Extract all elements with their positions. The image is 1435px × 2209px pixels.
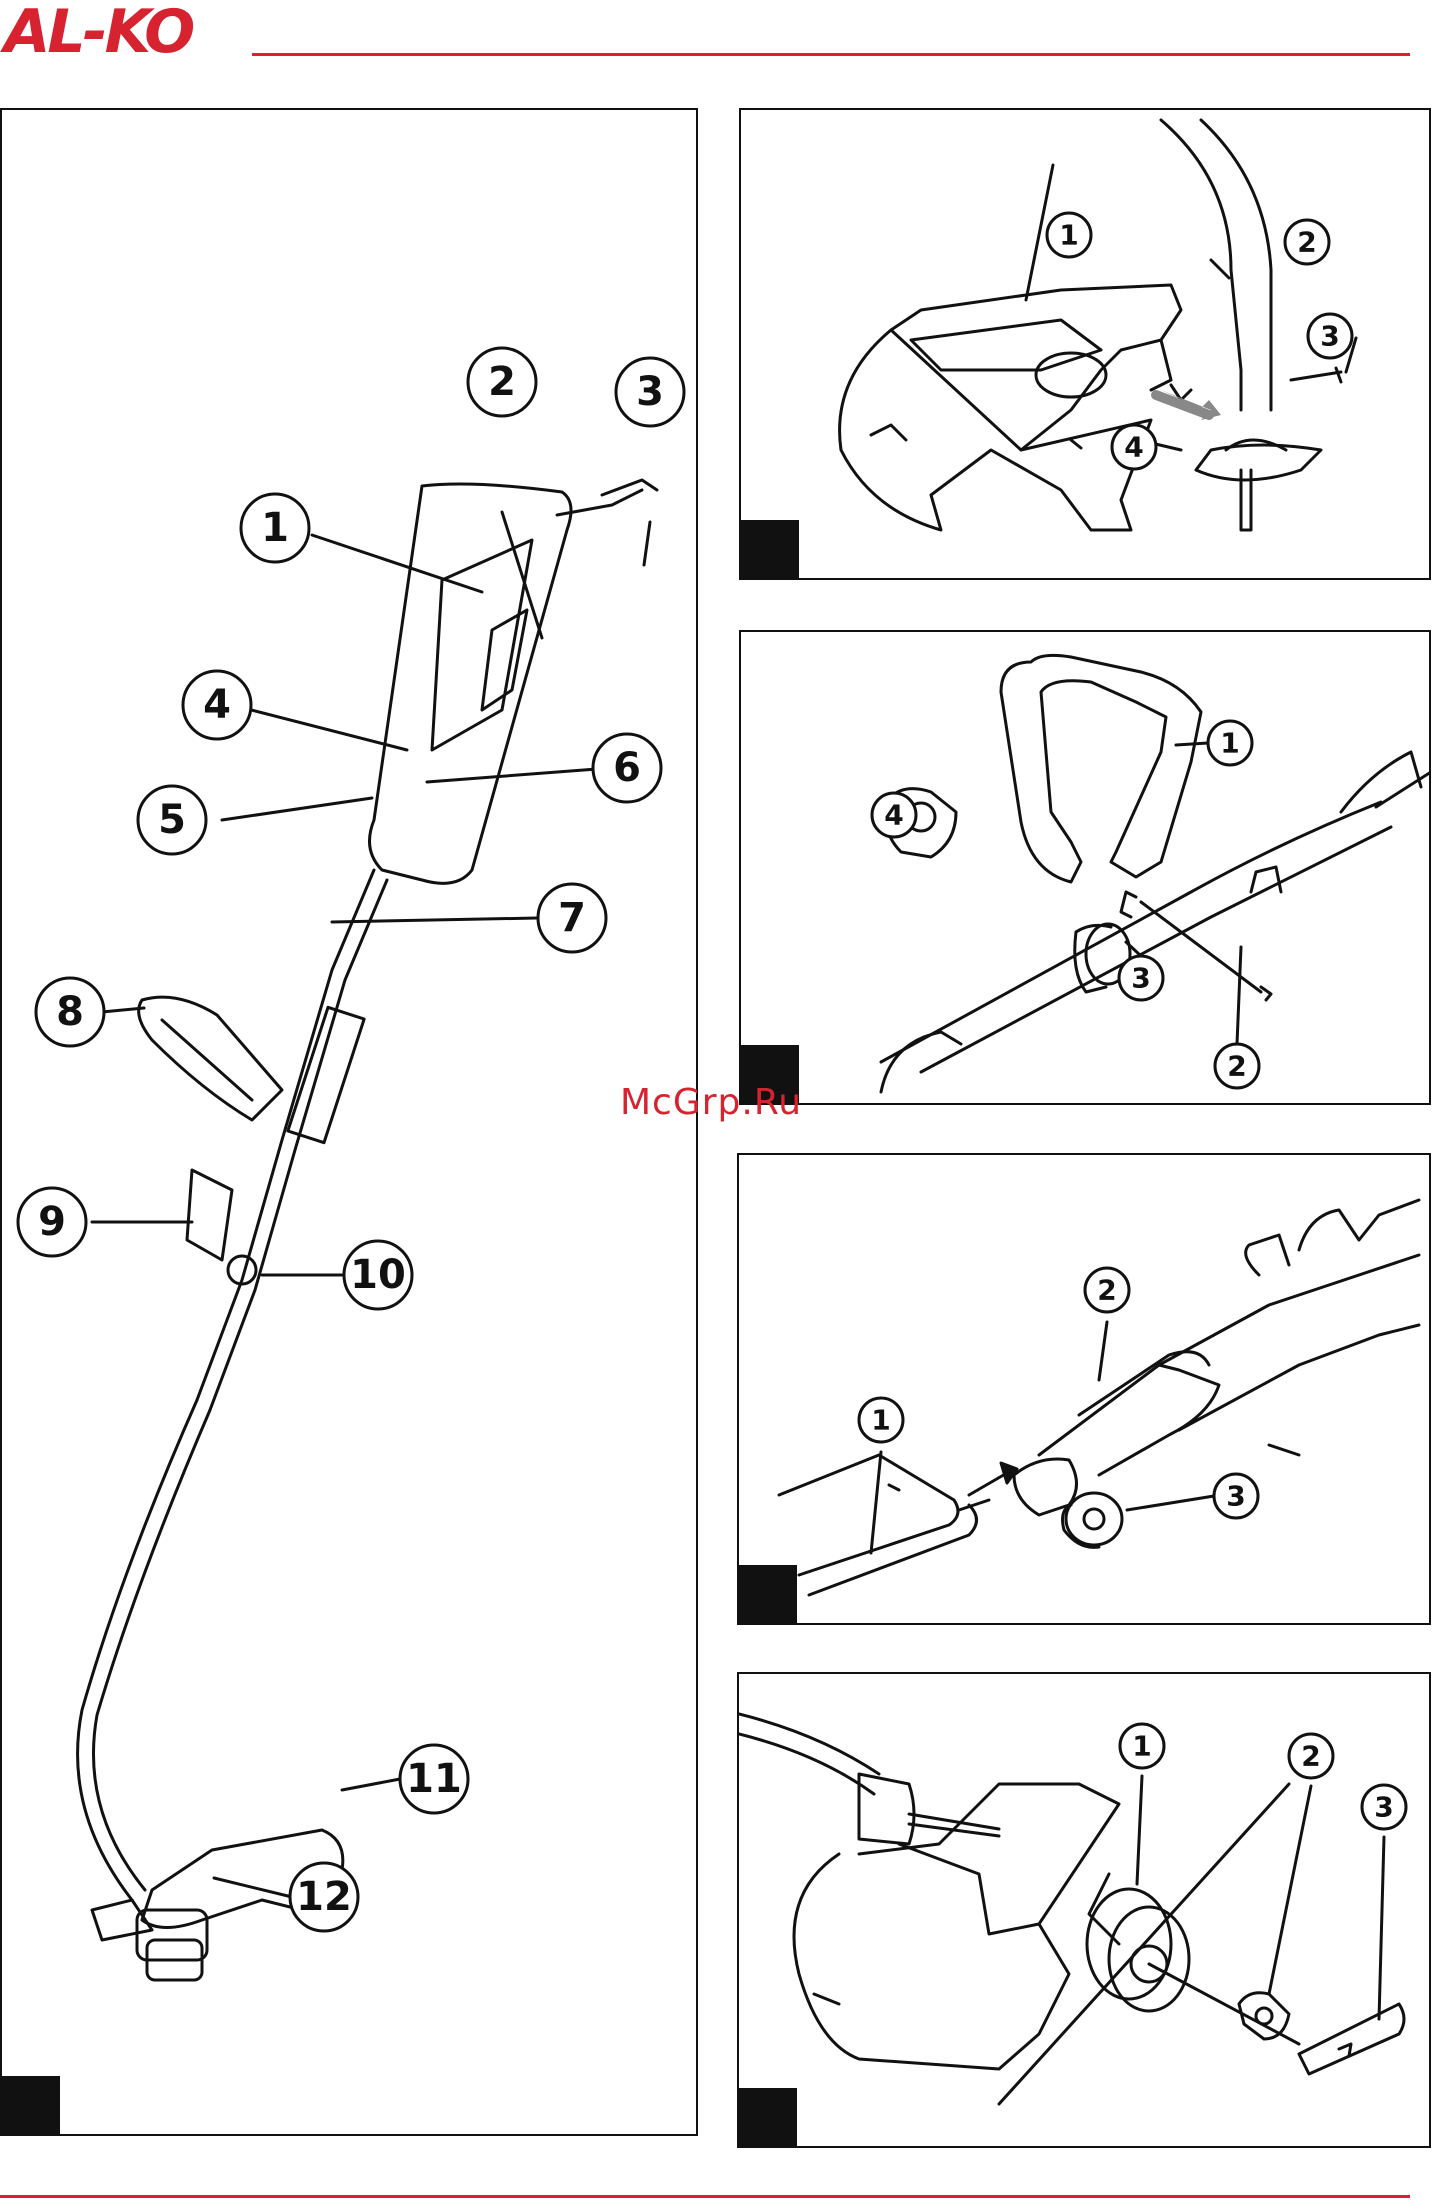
brand-logo: AL-KO — [4, 2, 192, 62]
overview-callout-10: 10 — [350, 1252, 406, 1298]
overview-callout-12: 12 — [296, 1874, 352, 1920]
handle-callout-3: 3 — [1131, 962, 1150, 995]
overview-callout-4: 4 — [203, 682, 231, 728]
overview-callout-8: 8 — [56, 989, 84, 1035]
head-drawing: 1 2 3 — [739, 1674, 1429, 2146]
overview-callout-3: 3 — [636, 369, 664, 415]
overview-callout-2: 2 — [488, 359, 516, 405]
handle-callout-1: 1 — [1220, 727, 1239, 760]
shaft-figure: 1 2 3 — [737, 1153, 1431, 1625]
figure-corner-tab — [739, 1565, 797, 1623]
guard-callout-3: 3 — [1320, 320, 1339, 353]
figure-corner-tab — [2, 2076, 60, 2134]
handle-drawing: 1 2 3 4 — [741, 632, 1429, 1103]
overview-callout-1: 1 — [261, 505, 289, 551]
head-callout-1: 1 — [1132, 1730, 1151, 1763]
overview-callout-7: 7 — [558, 895, 586, 941]
shaft-drawing: 1 2 3 — [739, 1155, 1429, 1623]
shaft-callout-2: 2 — [1097, 1274, 1116, 1307]
guard-figure: 1 2 3 4 — [739, 108, 1431, 580]
shaft-callout-3: 3 — [1226, 1480, 1245, 1513]
overview-callout-9: 9 — [38, 1199, 66, 1245]
overview-callout-5: 5 — [158, 797, 186, 843]
footer-rule — [0, 2195, 1410, 2198]
overview-figure: 1 2 3 4 5 6 7 8 9 10 11 12 — [0, 108, 698, 2136]
handle-callout-4: 4 — [884, 799, 903, 832]
header-rule — [252, 53, 1410, 56]
overview-callout-11: 11 — [406, 1756, 462, 1802]
head-callout-3: 3 — [1374, 1791, 1393, 1824]
head-callout-2: 2 — [1301, 1740, 1320, 1773]
handle-figure: 1 2 3 4 — [739, 630, 1431, 1105]
guard-callout-2: 2 — [1297, 226, 1316, 259]
figure-corner-tab — [739, 2088, 797, 2146]
guard-callout-1: 1 — [1059, 219, 1078, 252]
overview-callout-6: 6 — [613, 745, 641, 791]
guard-callout-4: 4 — [1124, 431, 1143, 464]
guard-drawing: 1 2 3 4 — [741, 110, 1429, 578]
figure-corner-tab — [741, 520, 799, 578]
head-figure: 1 2 3 — [737, 1672, 1431, 2148]
shaft-callout-1: 1 — [871, 1404, 890, 1437]
watermark: McGrp.Ru — [620, 1082, 802, 1123]
overview-drawing: 1 2 3 4 5 6 7 8 9 10 11 12 — [2, 110, 696, 2134]
handle-callout-2: 2 — [1227, 1050, 1246, 1083]
